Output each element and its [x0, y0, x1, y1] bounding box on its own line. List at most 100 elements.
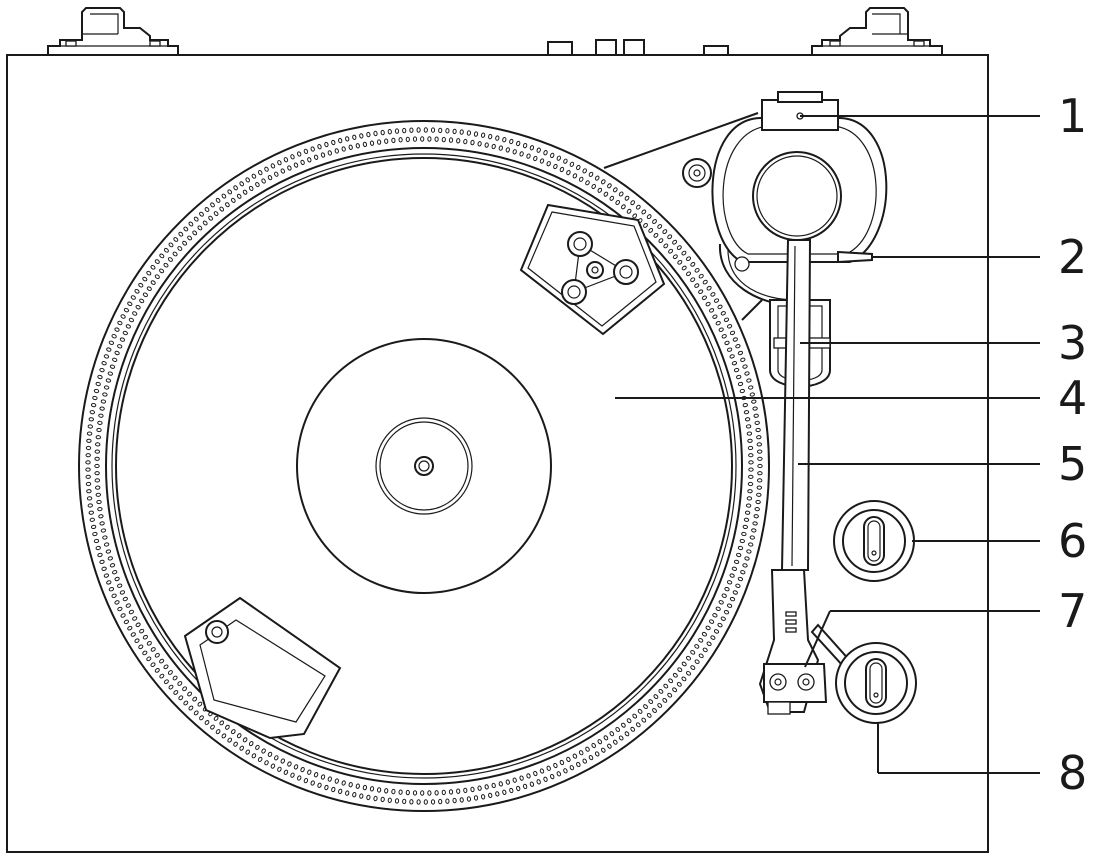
- strobe-dot: [290, 154, 295, 160]
- strobe-dot: [747, 481, 754, 487]
- strobe-dot: [127, 625, 133, 631]
- strobe-dot: [744, 556, 750, 561]
- strobe-dot: [239, 745, 244, 751]
- strobe-dot: [210, 202, 215, 208]
- strobe-dot: [345, 136, 350, 142]
- callout-1: 1: [1058, 89, 1087, 143]
- strobe-dot: [163, 679, 169, 685]
- strobe-dot: [452, 128, 457, 135]
- strobe-dot: [748, 460, 754, 465]
- strobe-dot: [553, 163, 558, 170]
- strobe-dot: [563, 768, 568, 774]
- strobe-dot: [327, 150, 332, 156]
- strobe-dot: [345, 790, 350, 796]
- strobe-dot: [202, 220, 208, 226]
- strobe-dot: [498, 781, 503, 787]
- strobe-dot: [123, 307, 129, 313]
- strobe-dot: [90, 524, 97, 530]
- strobe-dot: [698, 289, 704, 294]
- strobe-dot: [99, 367, 105, 373]
- strobe-dot: [572, 753, 578, 759]
- strobe-dot: [748, 474, 754, 479]
- strobe-dot: [736, 374, 742, 380]
- strobe-dot: [261, 748, 266, 754]
- strobe-dot: [114, 327, 120, 332]
- strobe-dot: [409, 127, 414, 133]
- strobe-dot: [717, 304, 723, 310]
- strobe-dot: [756, 485, 762, 490]
- strobe-dot: [150, 280, 156, 285]
- strobe-dot: [585, 180, 590, 186]
- strobe-dot: [274, 171, 279, 177]
- strobe-dot: [646, 214, 652, 220]
- strobe-dot: [751, 399, 757, 404]
- strobe-dot: [747, 445, 754, 451]
- strobe-dot: [283, 157, 289, 163]
- strobe-dot: [466, 796, 472, 802]
- strobe-dot: [652, 708, 657, 713]
- strobe-dot: [293, 764, 299, 770]
- strobe-dot: [495, 135, 500, 141]
- strobe-dot: [213, 211, 219, 217]
- strobe-dot: [369, 140, 375, 146]
- strobe-dot: [233, 741, 238, 747]
- strobe-dot: [197, 701, 203, 707]
- strobe-dot: [615, 726, 621, 733]
- strobe-dot: [297, 775, 302, 781]
- strobe-dot: [114, 600, 120, 605]
- strobe-dot: [753, 514, 759, 519]
- strobe-dot: [101, 566, 107, 571]
- strobe-dot: [705, 625, 711, 631]
- strobe-dot: [146, 286, 152, 291]
- strobe-dot: [287, 165, 292, 171]
- strobe-dot: [178, 231, 184, 237]
- strobe-dot: [97, 552, 103, 558]
- strobe-dot: [731, 361, 738, 366]
- strobe-dot: [741, 531, 747, 537]
- strobe-dot: [95, 381, 101, 387]
- strobe-dot: [635, 204, 641, 210]
- strobe-dot: [752, 521, 758, 526]
- strobe-dot: [307, 157, 312, 163]
- strobe-dot: [359, 793, 364, 799]
- strobe-dot: [236, 193, 242, 199]
- strobe-dot: [204, 720, 210, 725]
- strobe-dot: [108, 587, 115, 592]
- speed-select-button[interactable]: [835, 642, 917, 724]
- strobe-dot: [95, 545, 101, 551]
- strobe-dot: [737, 545, 744, 551]
- strobe-dot: [85, 453, 91, 458]
- strobe-dot: [748, 467, 754, 472]
- strobe-dot: [609, 731, 615, 737]
- strobe-dot: [569, 161, 575, 167]
- strobe-dot: [706, 641, 712, 647]
- strobe-dot: [128, 609, 134, 615]
- strobe-dot: [723, 609, 730, 615]
- strobe-dot: [663, 683, 669, 689]
- strobe-dot: [582, 758, 587, 764]
- strobe-dot: [307, 769, 312, 775]
- strobe-dot: [658, 238, 664, 244]
- strobe-dot: [384, 138, 389, 144]
- strobe-dot: [86, 431, 93, 436]
- strobe-dot: [167, 257, 173, 262]
- strobe-dot: [718, 600, 724, 605]
- strobe-dot: [120, 613, 126, 618]
- strobe-dot: [86, 496, 93, 501]
- strobe-dot: [626, 208, 632, 214]
- strobe-dot: [112, 357, 118, 362]
- strobe-dot: [85, 467, 91, 472]
- strobe-dot: [109, 563, 116, 568]
- strobe-dot: [556, 155, 562, 161]
- strobe-dot: [459, 797, 464, 803]
- strobe-dot: [724, 340, 730, 346]
- strobe-dot: [348, 782, 353, 788]
- strobe-dot: [702, 647, 708, 653]
- strobe-dot: [736, 552, 742, 558]
- start-stop-button[interactable]: [833, 500, 915, 582]
- strobe-dot: [123, 619, 129, 625]
- strobe-dot: [488, 792, 493, 799]
- strobe-dot: [103, 385, 110, 390]
- strobe-dot: [283, 769, 289, 775]
